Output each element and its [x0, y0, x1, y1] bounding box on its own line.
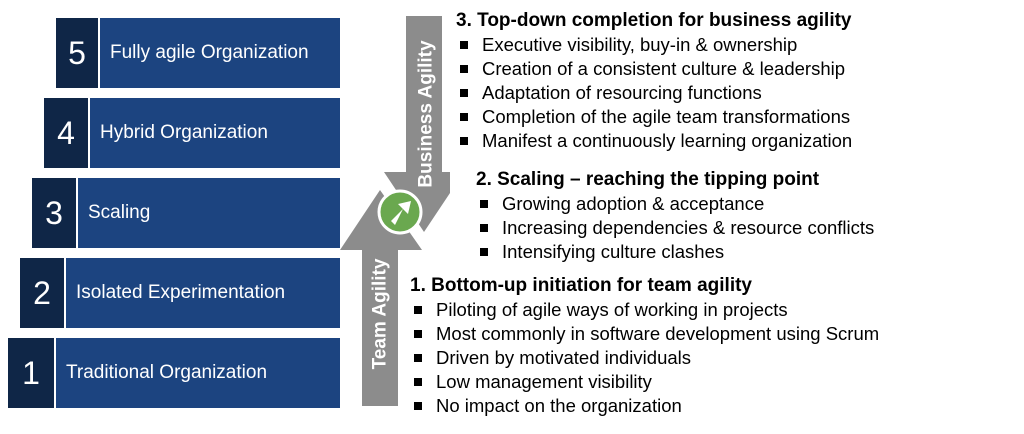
level-label: Scaling	[76, 178, 340, 248]
level-label: Fully agile Organization	[98, 18, 340, 88]
level-label: Isolated Experimentation	[64, 258, 340, 328]
team-agility-arrow	[340, 190, 422, 406]
bullet-list: Growing adoption & acceptance Increasing…	[476, 192, 874, 264]
section-bottom-up: 1. Bottom-up initiation for team agility…	[410, 274, 879, 418]
team-agility-label: Team Agility	[370, 258, 391, 369]
bullet-list: Piloting of agile ways of working in pro…	[410, 298, 879, 418]
level-3: 3 Scaling	[32, 178, 340, 248]
level-1: 1 Traditional Organization	[8, 338, 340, 408]
business-agility-arrow	[384, 16, 450, 232]
level-label: Traditional Organization	[54, 338, 340, 408]
list-item: Completion of the agile team transformat…	[456, 105, 852, 129]
agility-arrows: Team Agility Business Agility	[340, 16, 450, 406]
list-item: Increasing dependencies & resource confl…	[476, 216, 874, 240]
list-item: Manifest a continuously learning organiz…	[456, 129, 852, 153]
section-top-down: 3. Top-down completion for business agil…	[456, 9, 852, 153]
list-item: Creation of a consistent culture & leade…	[456, 57, 852, 81]
level-number: 2	[20, 258, 64, 328]
business-agility-label: Business Agility	[416, 40, 437, 188]
list-item: No impact on the organization	[410, 394, 879, 418]
level-5: 5 Fully agile Organization	[56, 18, 340, 88]
list-item: Low management visibility	[410, 370, 879, 394]
section-title: 3. Top-down completion for business agil…	[456, 10, 852, 31]
section-title: 2. Scaling – reaching the tipping point	[476, 169, 820, 190]
list-item: Adaptation of resourcing functions	[456, 81, 852, 105]
level-number: 3	[32, 178, 76, 248]
list-item: Driven by motivated individuals	[410, 346, 879, 370]
level-label: Hybrid Organization	[88, 98, 340, 168]
section-title: 1. Bottom-up initiation for team agility	[410, 275, 752, 296]
list-item: Most commonly in software development us…	[410, 322, 879, 346]
bullet-list: Executive visibility, buy-in & ownership…	[456, 33, 852, 153]
list-item: Growing adoption & acceptance	[476, 192, 874, 216]
level-number: 4	[44, 98, 88, 168]
list-item: Executive visibility, buy-in & ownership	[456, 33, 852, 57]
level-2: 2 Isolated Experimentation	[20, 258, 340, 328]
list-item: Piloting of agile ways of working in pro…	[410, 298, 879, 322]
level-number: 1	[8, 338, 54, 408]
level-4: 4 Hybrid Organization	[44, 98, 340, 168]
section-scaling: 2. Scaling – reaching the tipping point …	[476, 168, 874, 264]
level-number: 5	[56, 18, 98, 88]
list-item: Intensifying culture clashes	[476, 240, 874, 264]
diagonal-arrow-icon	[377, 189, 423, 235]
